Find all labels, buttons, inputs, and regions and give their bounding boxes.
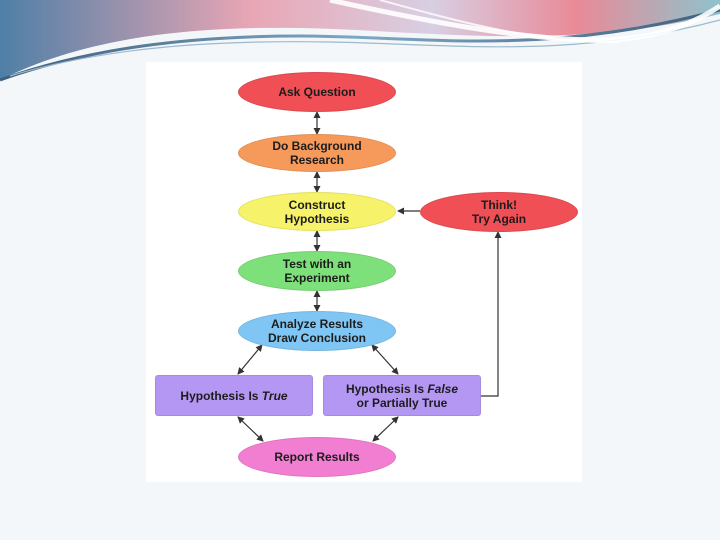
node-label: Think! [481, 198, 517, 212]
node-label: Do Background [272, 139, 362, 153]
node-hypothesis-false: Hypothesis Is False or Partially True [323, 375, 481, 416]
node-label: Analyze Results [270, 317, 364, 331]
node-label: Report Results [274, 450, 360, 464]
node-label-emphasis: False [427, 381, 459, 396]
node-think-try-again: Think! Try Again [420, 192, 578, 232]
node-label: Hypothesis Is True [180, 389, 287, 403]
node-label: Experiment [284, 271, 350, 285]
arrow-analyze-true [237, 344, 263, 375]
node-label-prefix: Hypothesis Is [180, 388, 262, 403]
arrow-false-think [481, 231, 502, 397]
slide-header-banner [0, 0, 720, 82]
node-label: Construct [288, 197, 346, 212]
arrow-analyze-false [371, 344, 399, 375]
node-label: Try Again [471, 212, 527, 226]
node-label: Research [289, 153, 345, 167]
node-report-results: Report Results [238, 437, 396, 477]
node-construct-hypothesis: Construct Hypothesis [238, 192, 396, 231]
arrow-false-report [372, 416, 399, 442]
node-label: Hypothesis [284, 211, 350, 226]
node-label-emphasis: True [261, 388, 288, 403]
node-label: Hypothesis Is False [346, 382, 458, 396]
node-label-prefix: Hypothesis Is [345, 381, 428, 396]
node-label: Ask Question [278, 85, 356, 99]
node-label: Draw Conclusion [267, 331, 366, 345]
node-test-with-experiment: Test with an Experiment [238, 251, 396, 291]
node-do-background-research: Do Background Research [238, 134, 396, 172]
node-label: Test with an [282, 257, 352, 271]
node-ask-question: Ask Question [238, 72, 396, 112]
node-label: or Partially True [356, 395, 448, 410]
node-analyze-results: Analyze Results Draw Conclusion [238, 311, 396, 351]
arrow-true-report [237, 416, 264, 442]
node-hypothesis-true: Hypothesis Is True [155, 375, 313, 416]
